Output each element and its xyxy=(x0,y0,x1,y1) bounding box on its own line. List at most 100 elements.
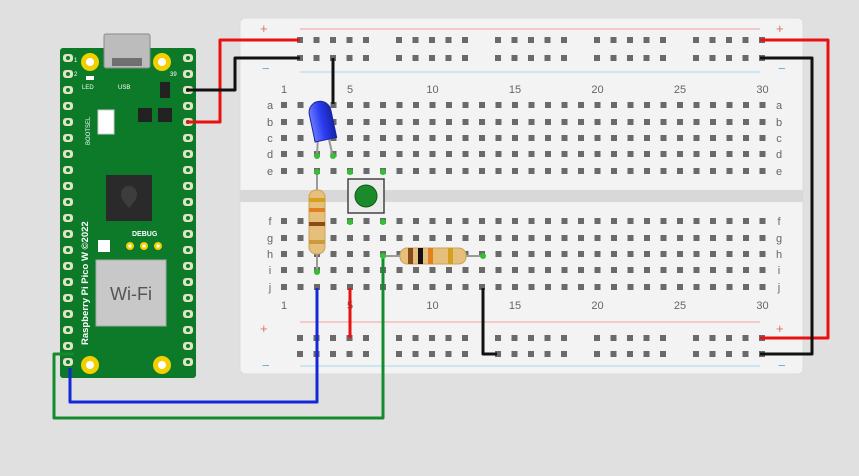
row-label: d xyxy=(267,149,273,161)
wire-red-top-to-bottom-plus xyxy=(760,38,830,340)
breadboard-hole xyxy=(742,55,749,61)
breadboard-hole xyxy=(693,335,699,341)
debug-label: DEBUG xyxy=(132,231,158,238)
breadboard-hole xyxy=(363,37,369,43)
breadboard-hole xyxy=(627,335,633,341)
breadboard-hole xyxy=(281,119,287,125)
breadboard-hole xyxy=(594,151,601,157)
breadboard-hole xyxy=(412,37,419,43)
breadboard-hole xyxy=(660,119,667,125)
breadboard-hole xyxy=(710,235,716,241)
breadboard-hole xyxy=(545,135,551,141)
breadboard-hole xyxy=(611,284,617,290)
breadboard-hole xyxy=(445,335,452,341)
breadboard-hole xyxy=(726,284,733,290)
breadboard-hole xyxy=(627,151,634,157)
column-label: 25 xyxy=(674,300,686,312)
rail-plus-symbol: + xyxy=(260,21,268,36)
breadboard-hole xyxy=(627,135,634,141)
pico-pins xyxy=(63,54,193,366)
breadboard-hole xyxy=(578,284,584,290)
wire-black-resistor-to-minus xyxy=(481,288,497,356)
breadboard-hole xyxy=(281,235,287,241)
row-label: a xyxy=(267,100,274,112)
breadboard-hole xyxy=(462,168,469,174)
breadboard-hole xyxy=(330,235,337,241)
breadboard-hole xyxy=(644,218,650,224)
breadboard-hole xyxy=(347,235,353,241)
row-label: e xyxy=(776,166,782,178)
bootsel-label: BOOTSEL xyxy=(86,116,92,145)
breadboard-hole xyxy=(297,267,304,273)
breadboard-hole xyxy=(743,235,749,241)
breadboard-hole xyxy=(561,218,568,224)
breadboard-hole xyxy=(561,55,567,61)
breadboard-hole xyxy=(578,168,584,174)
breadboard-hole xyxy=(561,119,568,125)
resistor-vertical xyxy=(308,169,326,275)
breadboard-hole xyxy=(396,267,403,273)
breadboard-hole xyxy=(462,218,469,224)
breadboard-hole xyxy=(512,284,518,290)
breadboard-hole xyxy=(313,37,320,43)
breadboard-hole xyxy=(528,151,535,157)
breadboard-hole xyxy=(446,284,452,290)
breadboard-hole xyxy=(743,151,749,157)
chip xyxy=(138,108,152,122)
breadboard-hole xyxy=(627,351,633,357)
raspberry-logo-icon xyxy=(121,186,137,208)
resistor-band xyxy=(309,222,325,226)
breadboard-hole xyxy=(742,335,749,341)
breadboard-hole xyxy=(396,251,403,257)
breadboard-hole xyxy=(578,102,584,108)
breadboard-hole xyxy=(759,251,766,257)
breadboard-hole xyxy=(611,235,617,241)
breadboard-hole xyxy=(545,218,551,224)
breadboard-hole xyxy=(281,102,287,108)
breadboard-hole xyxy=(429,151,436,157)
row-label: g xyxy=(267,233,273,245)
breadboard-hole xyxy=(297,284,304,290)
breadboard-hole xyxy=(611,267,617,273)
breadboard-hole xyxy=(710,218,716,224)
breadboard-hole xyxy=(594,119,601,125)
breadboard-hole xyxy=(545,267,551,273)
breadboard-hole xyxy=(528,235,535,241)
debug-connector xyxy=(98,240,110,252)
breadboard-hole xyxy=(446,218,452,224)
breadboard-hole xyxy=(710,251,716,257)
breadboard-hole xyxy=(710,284,716,290)
breadboard-hole xyxy=(462,351,468,357)
wifi-label: Wi-Fi xyxy=(110,284,152,304)
breadboard-hole xyxy=(693,235,700,241)
breadboard-hole xyxy=(346,351,353,357)
breadboard-hole xyxy=(297,351,303,357)
bootsel-button xyxy=(97,109,115,135)
breadboard-hole xyxy=(743,102,749,108)
breadboard-hole xyxy=(511,37,518,43)
breadboard-hole xyxy=(742,351,749,357)
breadboard-hole xyxy=(677,119,683,125)
wire-black-top-to-bottom-minus xyxy=(760,56,814,356)
breadboard-hole xyxy=(677,102,683,108)
breadboard-hole xyxy=(445,351,452,357)
breadboard-hole xyxy=(644,102,650,108)
breadboard-hole xyxy=(578,251,584,257)
breadboard-hole xyxy=(726,102,733,108)
breadboard-hole xyxy=(578,267,584,273)
breadboard-hole xyxy=(363,235,370,241)
breadboard-hole xyxy=(759,284,766,290)
breadboard-hole xyxy=(660,235,667,241)
breadboard-hole xyxy=(742,37,749,43)
wire-green-pico-to-button xyxy=(52,256,385,420)
breadboard-hole xyxy=(363,351,369,357)
breadboard-hole xyxy=(660,335,666,341)
breadboard-hole xyxy=(660,284,667,290)
breadboard-hole xyxy=(495,335,501,341)
breadboard-hole xyxy=(528,284,535,290)
breadboard-hole xyxy=(561,235,568,241)
breadboard-hole xyxy=(462,37,468,43)
breadboard-hole xyxy=(495,235,502,241)
